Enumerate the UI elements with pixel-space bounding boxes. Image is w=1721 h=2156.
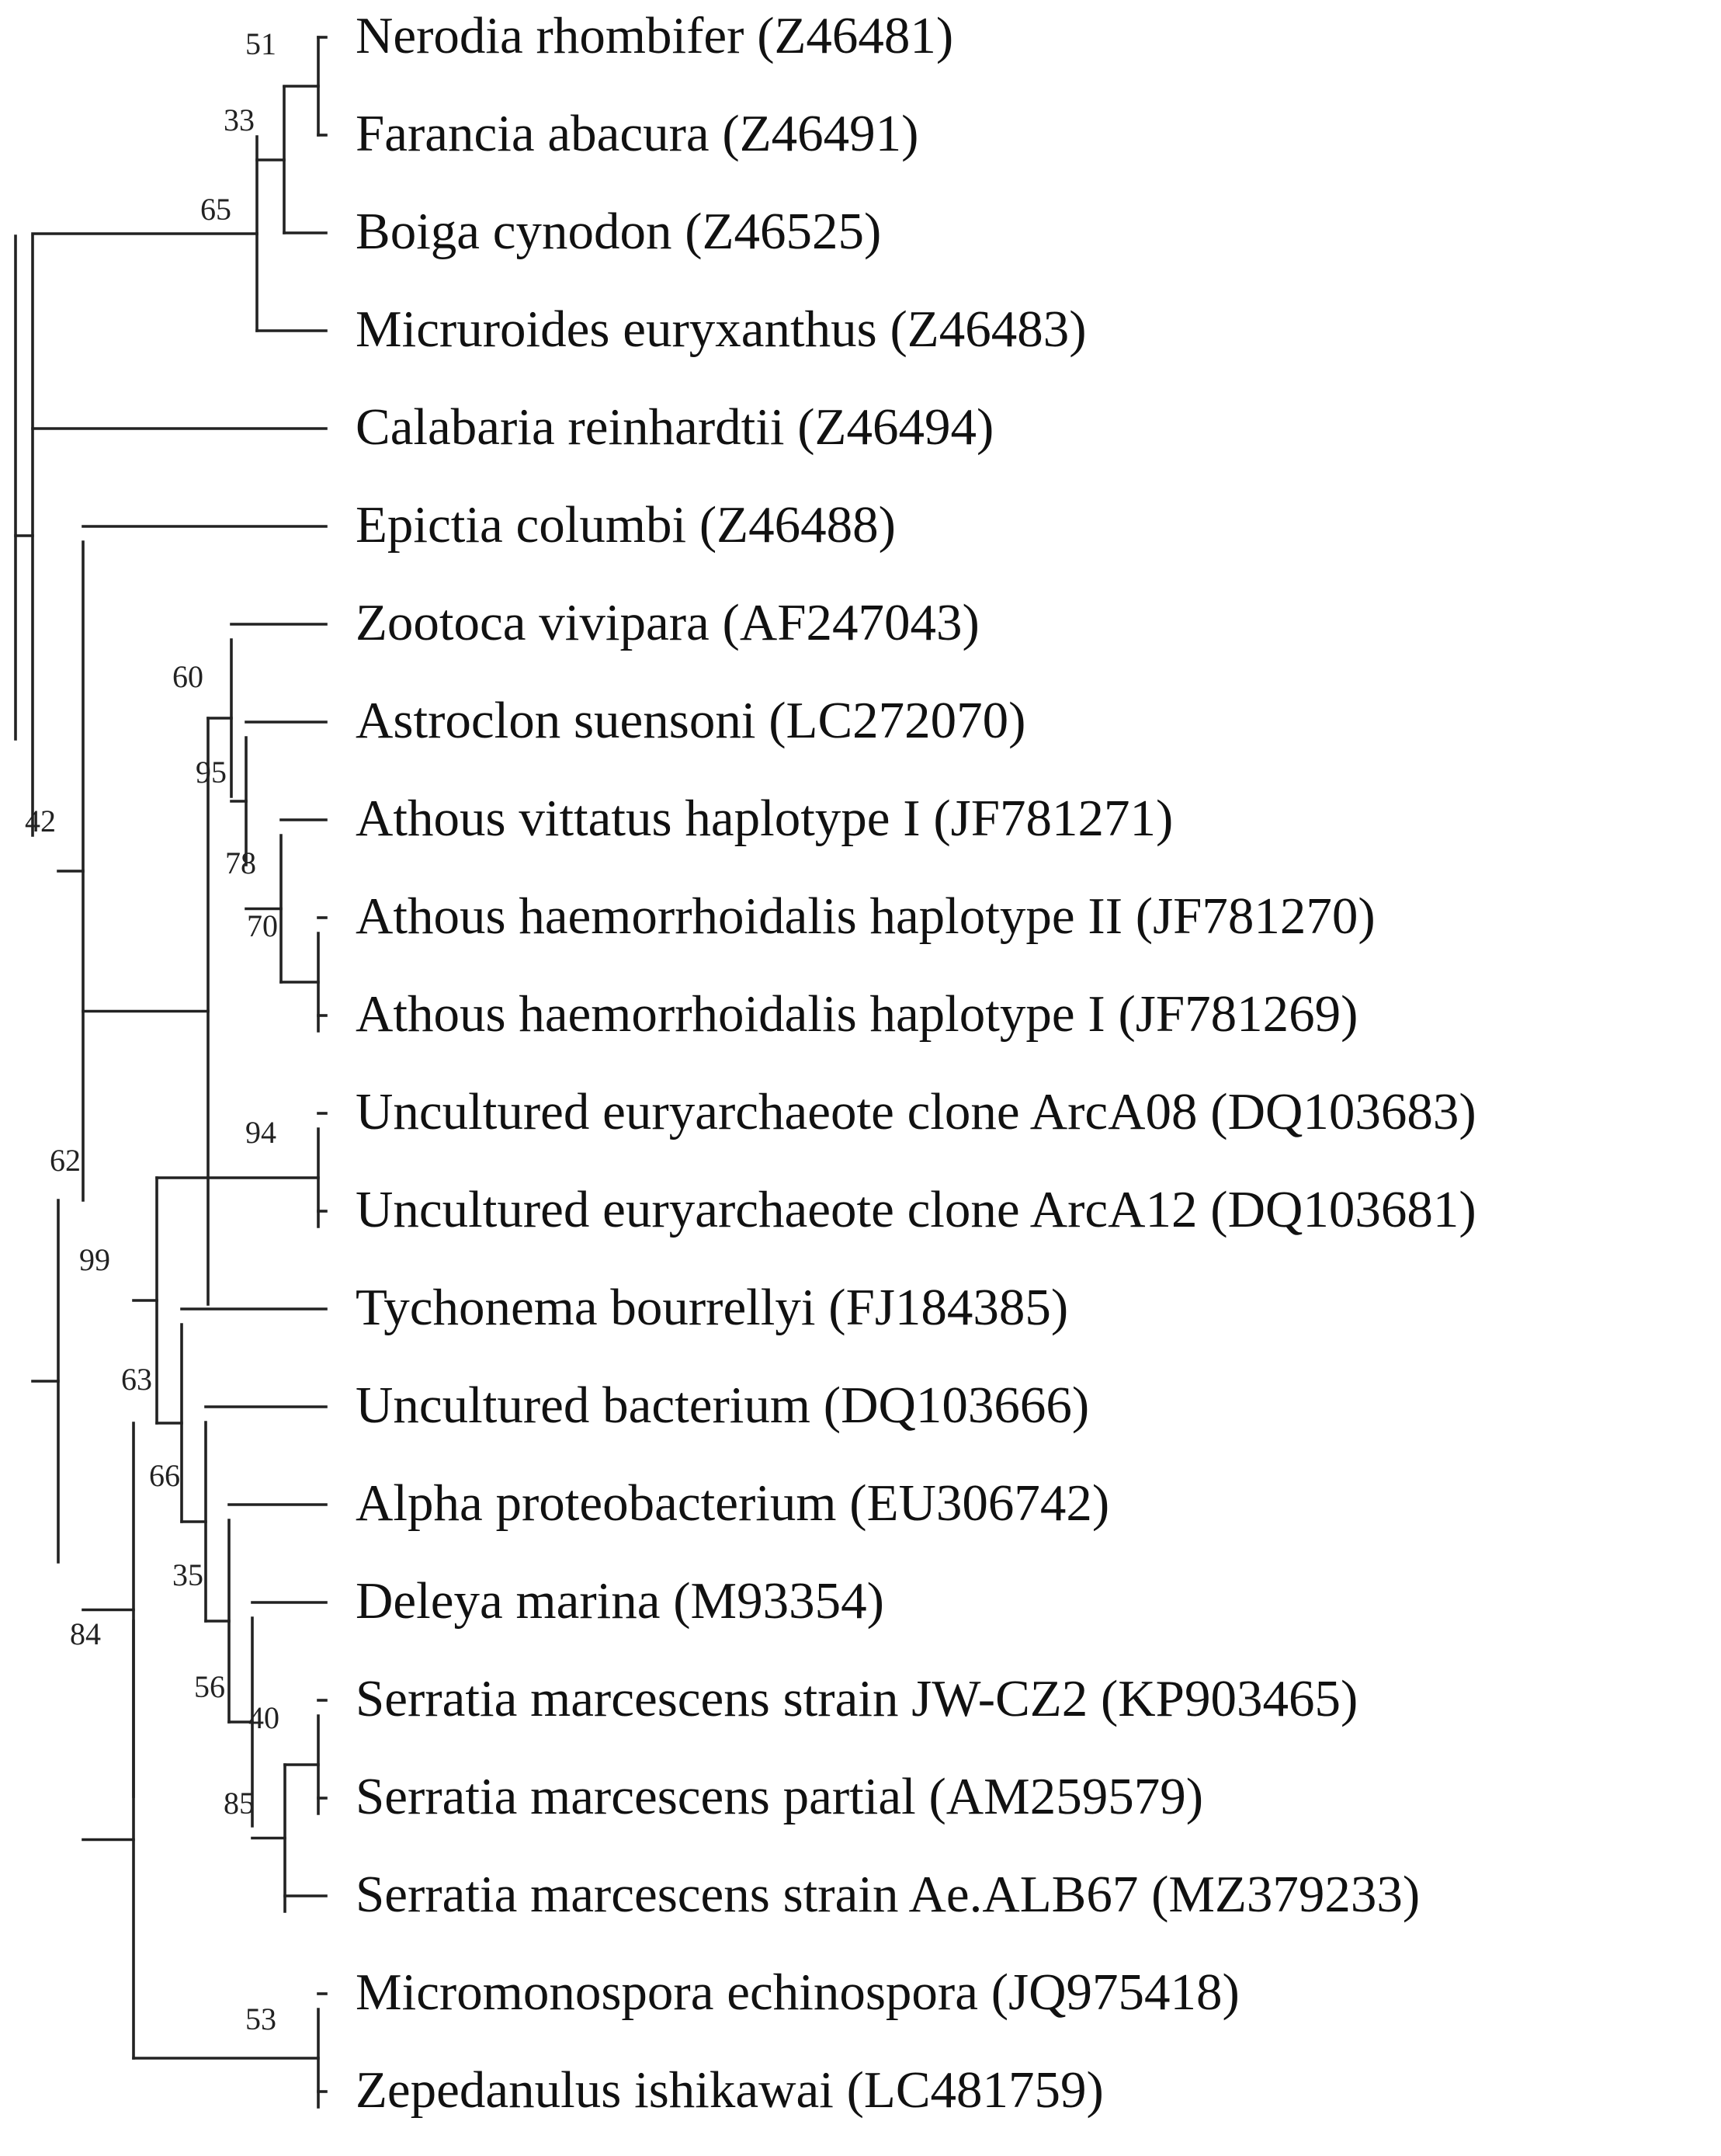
taxon-label: Uncultured bacterium (DQ103666) bbox=[356, 1377, 1089, 1434]
support-labels: 51 33 65 42 60 95 78 70 94 62 99 63 66 3… bbox=[25, 26, 279, 2036]
taxon-label: Serratia marcescens strain JW-CZ2 (KP903… bbox=[356, 1670, 1358, 1727]
taxon-label: Nerodia rhombifer (Z46481) bbox=[356, 7, 953, 64]
taxon-label: Boiga cynodon (Z46525) bbox=[356, 203, 881, 260]
taxon-label: Zepedanulus ishikawai (LC481759) bbox=[356, 2061, 1104, 2119]
support-value: 95 bbox=[196, 755, 227, 790]
support-value: 84 bbox=[70, 1616, 101, 1651]
support-value: 53 bbox=[245, 2002, 276, 2036]
taxon-label: Uncultured euryarchaeote clone ArcA12 (D… bbox=[356, 1181, 1476, 1238]
support-value: 33 bbox=[224, 102, 255, 137]
taxon-label: Tychonema bourrellyi (FJ184385) bbox=[356, 1279, 1068, 1336]
support-value: 65 bbox=[200, 192, 231, 227]
taxon-labels: Nerodia rhombifer (Z46481) Farancia abac… bbox=[356, 7, 1476, 2119]
taxon-label: Athous haemorrhoidalis haplotype I (JF78… bbox=[356, 985, 1358, 1043]
support-value: 60 bbox=[172, 659, 203, 694]
support-value: 42 bbox=[25, 804, 56, 838]
tree-branches bbox=[14, 36, 328, 2109]
taxon-label: Athous vittatus haplotype I (JF781271) bbox=[356, 790, 1173, 847]
taxon-label: Uncultured euryarchaeote clone ArcA08 (D… bbox=[356, 1083, 1476, 1140]
support-value: 40 bbox=[248, 1700, 279, 1735]
taxon-label: Serratia marcescens partial (AM259579) bbox=[356, 1768, 1203, 1825]
support-value: 85 bbox=[224, 1786, 255, 1821]
taxon-label: Farancia abacura (Z46491) bbox=[356, 105, 918, 162]
taxon-label: Micruroides euryxanthus (Z46483) bbox=[356, 300, 1087, 358]
taxon-label: Astroclon suensoni (LC272070) bbox=[356, 692, 1025, 749]
support-value: 51 bbox=[245, 26, 276, 61]
support-value: 66 bbox=[149, 1458, 180, 1493]
taxon-label: Serratia marcescens strain Ae.ALB67 (MZ3… bbox=[356, 1866, 1420, 1923]
taxon-label: Calabaria reinhardtii (Z46494) bbox=[356, 398, 994, 456]
support-value: 56 bbox=[194, 1669, 225, 1704]
support-value: 78 bbox=[225, 845, 256, 880]
support-value: 35 bbox=[172, 1557, 203, 1592]
support-value: 63 bbox=[121, 1362, 152, 1397]
taxon-label: Zootoca vivipara (AF247043) bbox=[356, 594, 980, 651]
support-value: 70 bbox=[247, 908, 278, 943]
support-value: 62 bbox=[50, 1143, 81, 1178]
taxon-label: Athous haemorrhoidalis haplotype II (JF7… bbox=[356, 887, 1376, 945]
support-value: 99 bbox=[79, 1242, 110, 1277]
taxon-label: Epictia columbi (Z46488) bbox=[356, 496, 896, 554]
taxon-label: Micromonospora echinospora (JQ975418) bbox=[356, 1963, 1240, 2021]
support-value: 94 bbox=[245, 1115, 276, 1150]
taxon-label: Alpha proteobacterium (EU306742) bbox=[356, 1474, 1109, 1532]
taxon-label: Deleya marina (M93354) bbox=[356, 1572, 884, 1630]
